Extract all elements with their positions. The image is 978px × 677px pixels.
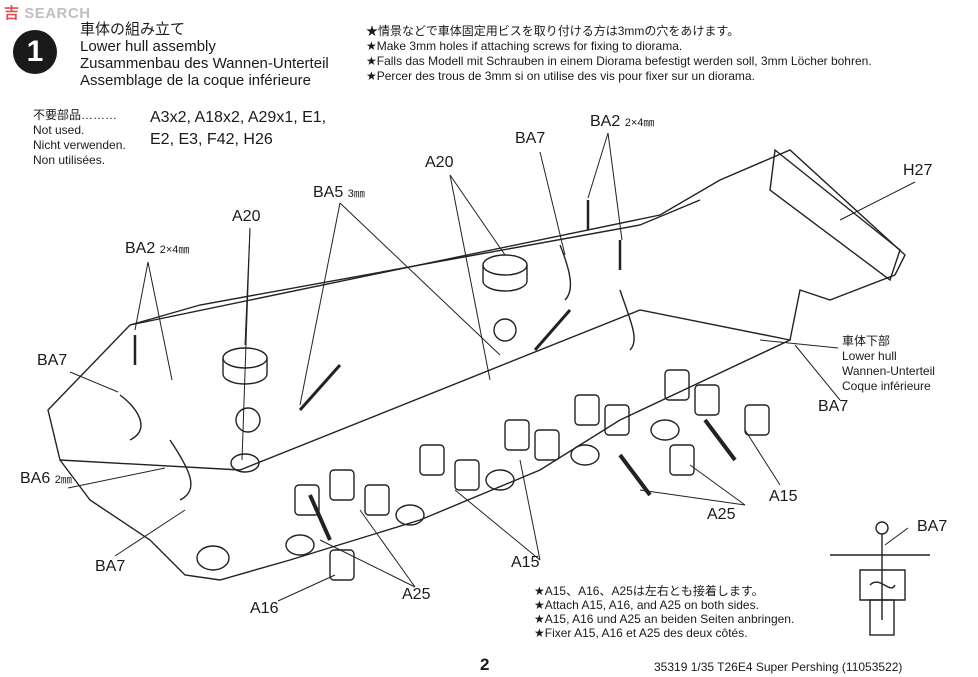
suspension-arms (294, 369, 770, 581)
callout-a15-right: A15 (769, 488, 798, 505)
a25-shock-absorbers (308, 418, 737, 541)
ba7-springs-top (559, 244, 635, 351)
hull-floor-edge (59, 309, 791, 471)
road-wheel-hubs (196, 419, 680, 571)
callout-ba7-top: BA7 (515, 130, 546, 147)
nut-top (493, 318, 517, 342)
step-title: 車体の組み立て Lower hull assembly Zusammenbau … (80, 21, 329, 89)
callout-ba7-right: BA7 (818, 398, 849, 415)
callout-a25-right: A25 (707, 506, 736, 523)
nut-left (235, 407, 261, 433)
callout-ba7-left: BA7 (37, 352, 68, 369)
callout-ba7-bottom-left: BA7 (95, 558, 126, 575)
hull-outline (47, 149, 906, 581)
callout-leaders (67, 132, 916, 602)
callout-a25-bottom: A25 (402, 586, 431, 603)
callout-h27: H27 (903, 162, 933, 179)
callout-a20-left: A20 (232, 208, 261, 225)
not-used-label: 不要部品……… Not used. Nicht verwenden. Non u… (33, 108, 126, 167)
ba7-springs-left (119, 394, 192, 501)
a20-top-disc (482, 254, 528, 276)
step-title-fr: Assemblage de la coque inférieure (80, 72, 311, 89)
callout-a20-top: A20 (425, 154, 454, 171)
step-title-en: Lower hull assembly (80, 38, 216, 55)
site-watermark: 吉 SEARCH (4, 5, 91, 22)
diorama-note: ★情景などで車体固定用ビスを取り付ける方は3mmの穴をあけます。 ★Make 3… (366, 24, 872, 83)
callout-ba2-top: BA2 2×4㎜ (590, 113, 655, 130)
not-used-parts-list: A3x2, A18x2, A29x1, E1, E2, E3, F42, H26 (150, 109, 327, 148)
ba7-detail-inset (830, 521, 930, 636)
callout-ba6: BA6 2㎜ (20, 470, 72, 487)
footer-product-code: 35319 1/35 T26E4 Super Pershing (1105352… (654, 660, 903, 674)
callout-a15-bottom: A15 (511, 554, 540, 571)
both-sides-note: ★A15、A16、A25は左右とも接着します。 ★Attach A15, A16… (534, 584, 795, 640)
callout-ba2-left: BA2 2×4㎜ (125, 240, 190, 257)
lower-hull-label: 車体下部 Lower hull Wannen-Unterteil Coque i… (842, 334, 935, 393)
ba5-screw-left (298, 364, 342, 411)
callout-ba7-detail: BA7 (917, 518, 948, 535)
step-title-jp: 車体の組み立て (80, 21, 186, 38)
step-title-de: Zusammenbau des Wannen-Unterteil (80, 55, 329, 72)
step-number-badge: 1 (13, 30, 57, 74)
h27-plate (769, 148, 901, 282)
hull-inner-edge (129, 199, 701, 326)
callout-ba5: BA5 3㎜ (313, 184, 365, 201)
page-number: 2 (480, 655, 490, 674)
callout-a16: A16 (250, 600, 279, 617)
ba5-screw-right (533, 309, 572, 351)
